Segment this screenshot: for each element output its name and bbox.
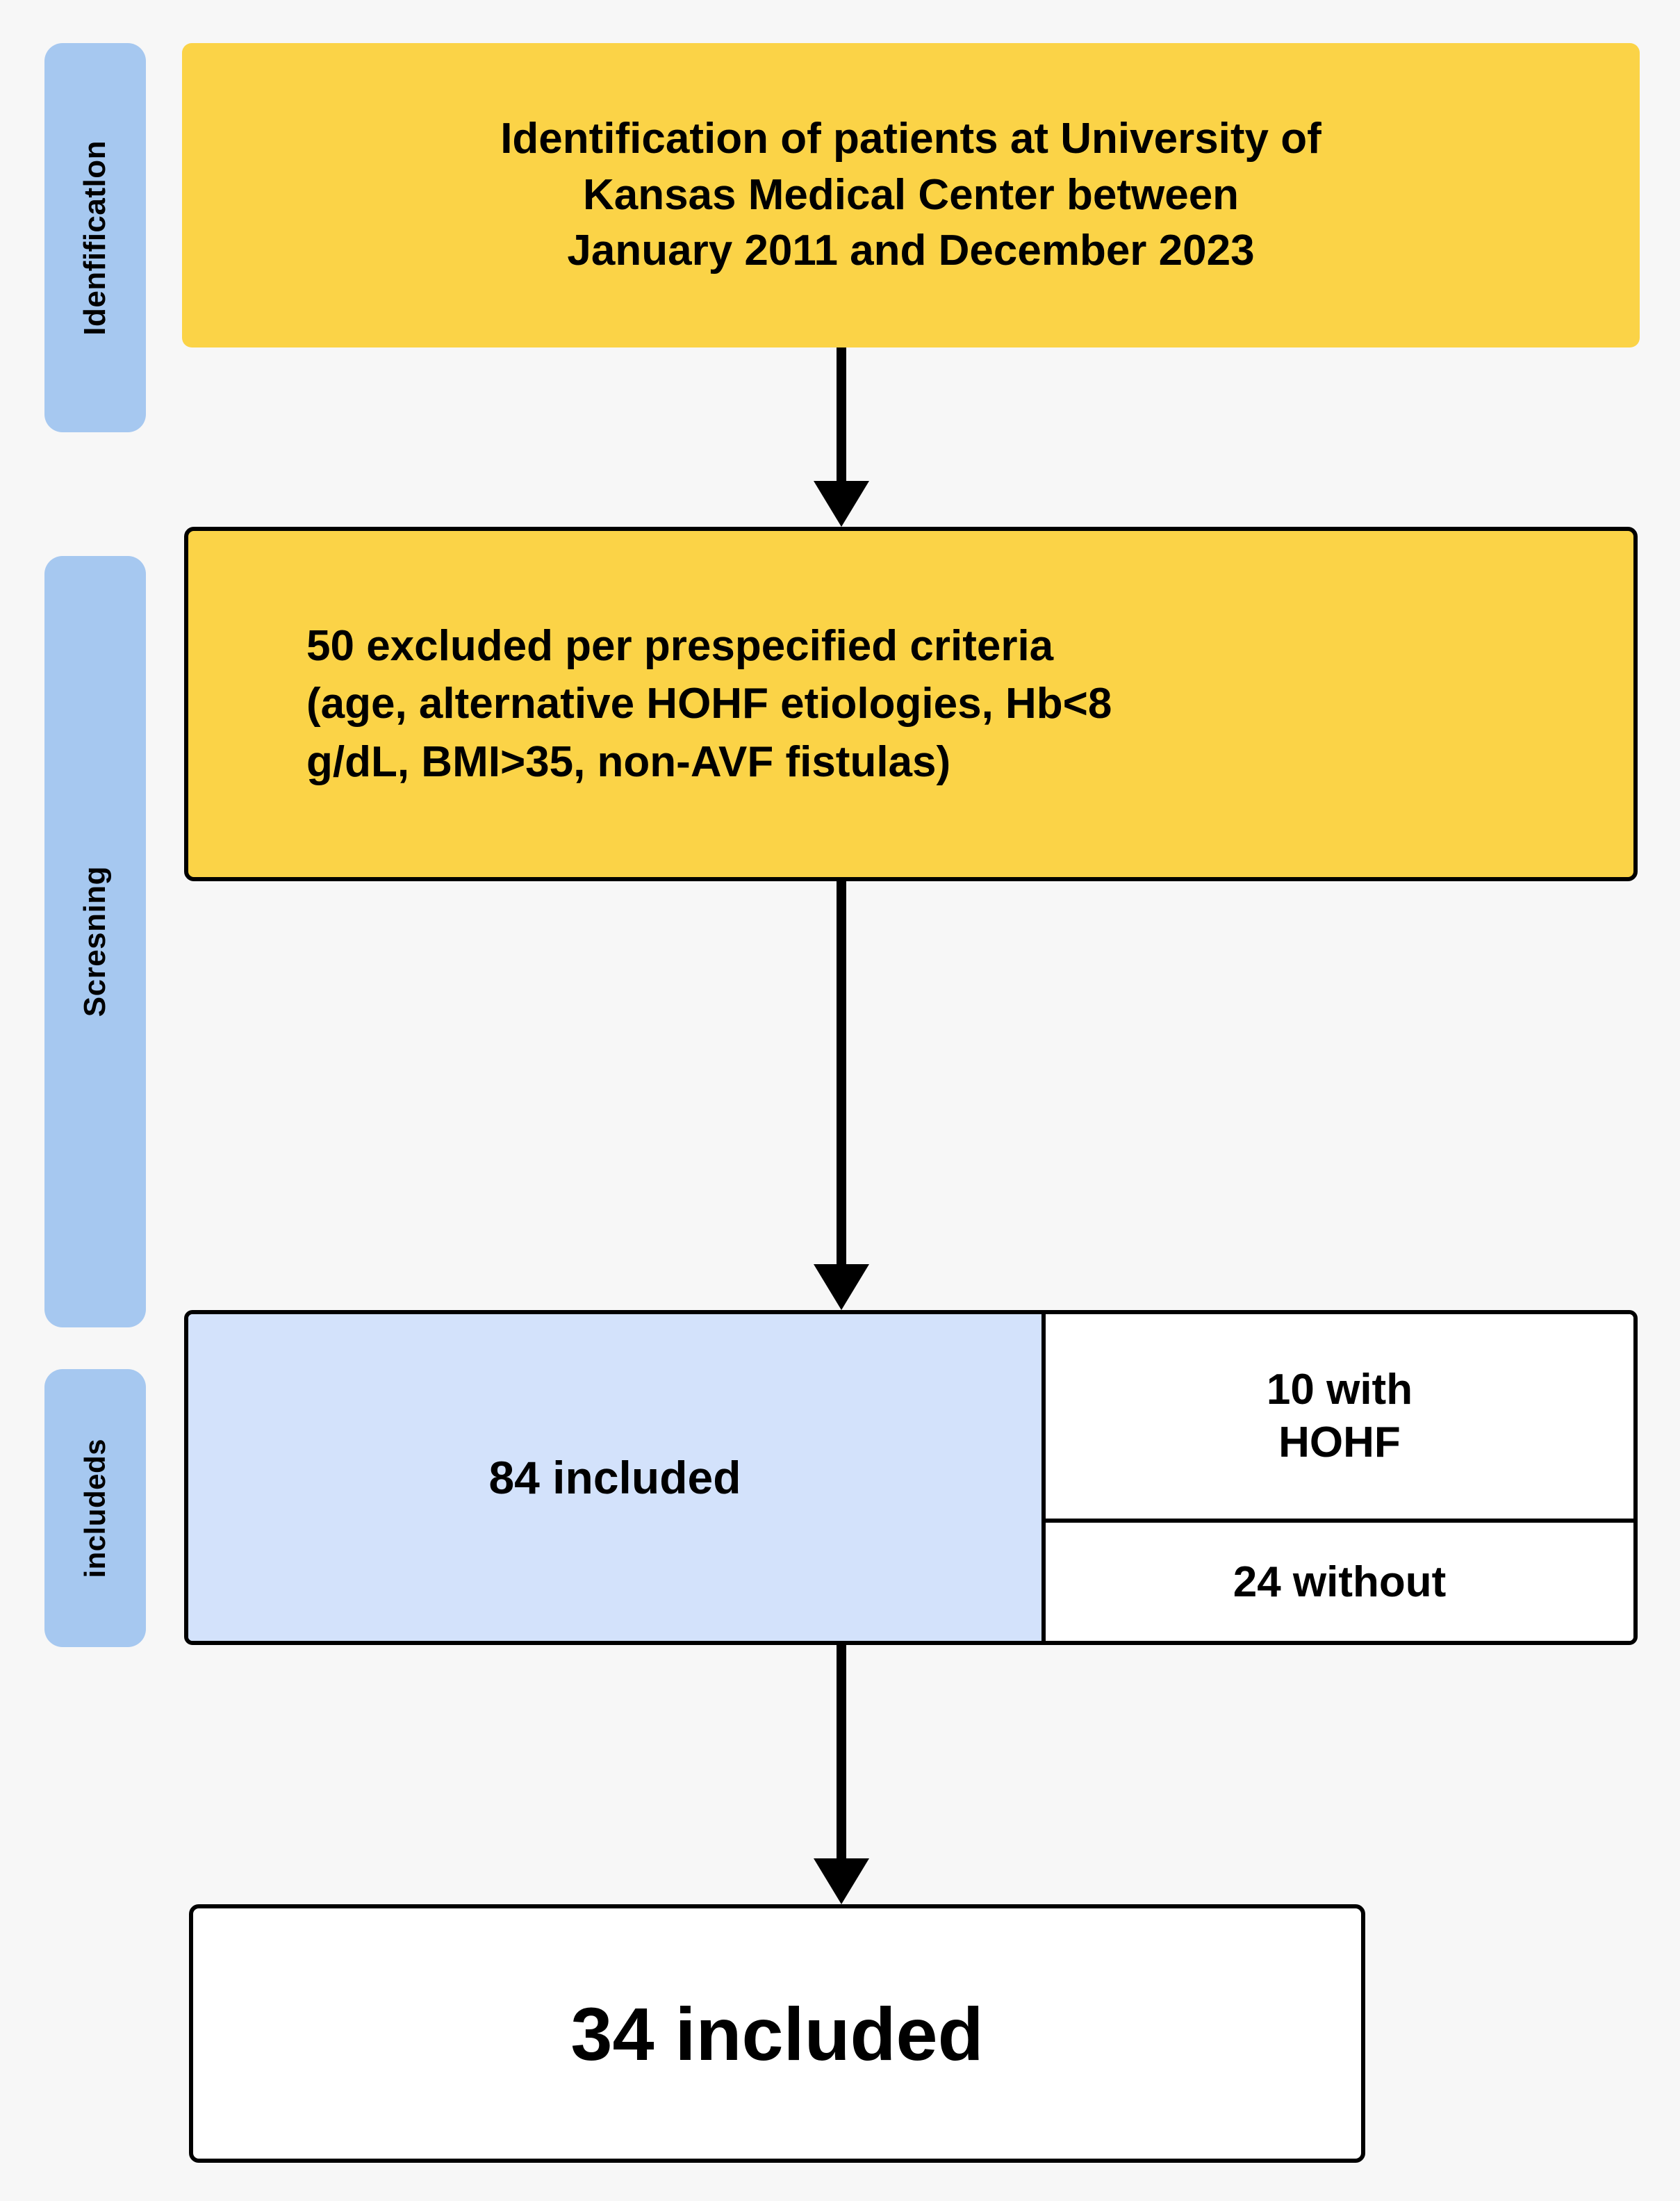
- arrow-shaft: [837, 347, 846, 481]
- stage-rail-identification: Idenfificatlon: [44, 43, 146, 432]
- flow-cell-with-hohf: 10 with HOHF: [1046, 1314, 1633, 1523]
- identification-line-1: Identification of patients at University…: [500, 115, 1321, 163]
- arrow-head-icon: [814, 1858, 869, 1904]
- flow-cell-group-subgroups: 10 with HOHF 24 without: [1046, 1314, 1633, 1641]
- flow-box-identification: Identification of patients at University…: [182, 43, 1640, 347]
- identification-line-3: January 2011 and December 2023: [567, 227, 1255, 275]
- exclusion-line-2: (age, alternative HOHF etiologies, Hb<8: [306, 680, 1112, 728]
- arrow-shaft: [837, 881, 846, 1264]
- arrow-included-to-final: [814, 1645, 869, 1904]
- arrow-head-icon: [814, 481, 869, 527]
- with-hohf-line-1: 10 with: [1266, 1366, 1413, 1414]
- final-included-text: 34 included: [570, 1991, 984, 2076]
- with-hohf-line-2: HOHF: [1278, 1418, 1401, 1466]
- arrow-exclusion-to-included: [814, 881, 869, 1310]
- arrow-head-icon: [814, 1264, 869, 1310]
- flow-box-exclusion: 50 excluded per prespecified criteria (a…: [184, 527, 1638, 881]
- without-hohf-text: 24 without: [1233, 1557, 1447, 1606]
- arrow-shaft: [837, 1645, 846, 1858]
- stage-rail-identification-label: Idenfificatlon: [78, 140, 112, 336]
- flow-cell-without-hohf: 24 without: [1046, 1523, 1633, 1641]
- flow-box-final-included: 34 included: [189, 1904, 1365, 2163]
- identification-line-2: Kansas Medical Center between: [582, 170, 1240, 219]
- stage-rail-screening-label: Scresning: [78, 866, 112, 1017]
- exclusion-line-3: g/dL, BMI>35, non-AVF fistulas): [306, 737, 951, 786]
- with-hohf-text: 10 with HOHF: [1267, 1364, 1413, 1468]
- included-total-text: 84 included: [488, 1452, 741, 1503]
- flow-box-exclusion-text: 50 excluded per prespecified criteria (a…: [188, 617, 1633, 790]
- stage-rail-included-label: includeds: [79, 1438, 111, 1578]
- stage-rail-included: includeds: [44, 1369, 146, 1647]
- exclusion-line-1: 50 excluded per prespecified criteria: [306, 622, 1054, 671]
- stage-rail-screening: Scresning: [44, 556, 146, 1327]
- arrow-identification-to-exclusion: [814, 347, 869, 527]
- flow-box-included-row: 84 included 10 with HOHF 24 without: [184, 1310, 1638, 1645]
- flow-box-identification-text: Identification of patients at University…: [182, 111, 1640, 279]
- flow-cell-included-total: 84 included: [188, 1314, 1046, 1641]
